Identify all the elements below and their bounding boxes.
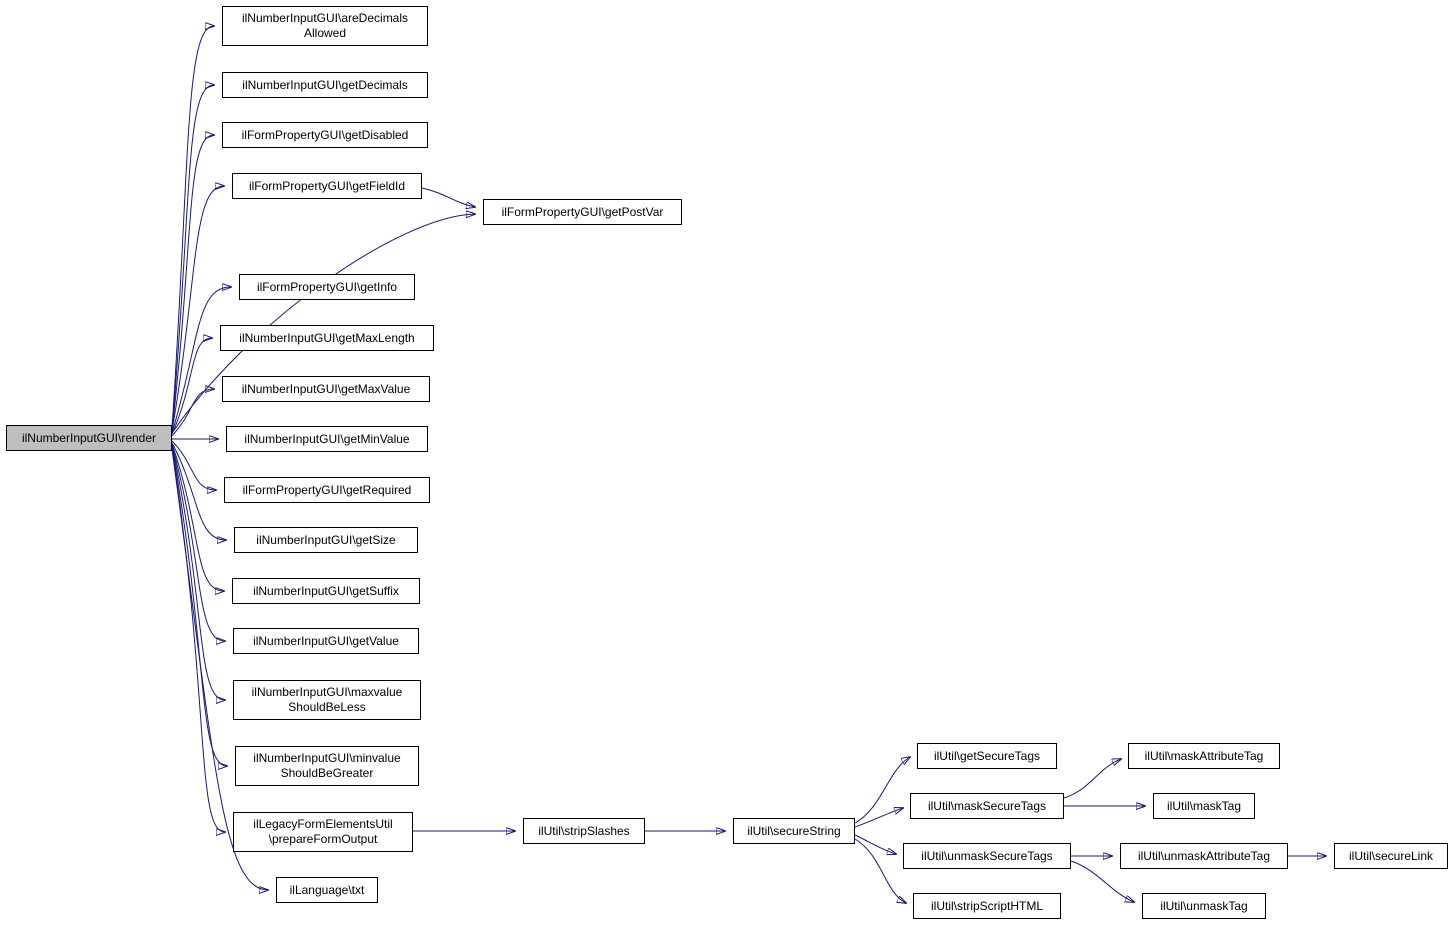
node-getInfo[interactable]: ilFormPropertyGUI\getInfo (239, 274, 415, 300)
edge-render-minvalueShouldBeGreater (171, 446, 227, 766)
node-secureLink[interactable]: ilUtil\secureLink (1334, 843, 1448, 869)
node-unmaskSecureTags[interactable]: ilUtil\unmaskSecureTags (903, 843, 1071, 869)
edge-secureString-unmaskSecureTags (854, 834, 896, 854)
node-stripSlashes[interactable]: ilUtil\stripSlashes (523, 818, 645, 844)
node-getSecureTags[interactable]: ilUtil\getSecureTags (917, 743, 1057, 769)
edge-render-getInfo (171, 287, 231, 434)
edge-secureString-getSecureTags (854, 757, 910, 824)
edge-render-getSuffix (171, 443, 224, 591)
node-getValue[interactable]: ilNumberInputGUI\getValue (233, 628, 419, 654)
edge-render-getDisabled (171, 135, 214, 431)
node-unmaskAttributeTag[interactable]: ilUtil\unmaskAttributeTag (1120, 843, 1288, 869)
node-getFieldId[interactable]: ilFormPropertyGUI\getFieldId (232, 173, 422, 199)
edge-render-areDecimalsAllowed (171, 26, 214, 429)
node-minvalueShouldBeGreater[interactable]: ilNumberInputGUI\minvalue ShouldBeGreate… (235, 746, 419, 786)
node-getSuffix[interactable]: ilNumberInputGUI\getSuffix (232, 578, 420, 604)
edge-getFieldId-getPostVar (421, 187, 475, 207)
node-getMaxLength[interactable]: ilNumberInputGUI\getMaxLength (220, 325, 434, 351)
edge-render-txt (171, 448, 268, 890)
edge-render-getSize (171, 442, 226, 540)
node-maskTag[interactable]: ilUtil\maskTag (1153, 793, 1255, 819)
edge-render-getFieldId (171, 186, 224, 432)
node-prepareFormOutput[interactable]: ilLegacyFormElementsUtil \prepareFormOut… (233, 812, 413, 852)
node-txt[interactable]: ilLanguage\txt (276, 877, 378, 903)
node-getSize[interactable]: ilNumberInputGUI\getSize (234, 527, 418, 553)
edge-render-getValue (171, 444, 225, 641)
edge-maskSecureTags-maskAttributeTag (1063, 759, 1121, 799)
node-getDecimals[interactable]: ilNumberInputGUI\getDecimals (222, 72, 428, 98)
edge-secureString-stripScriptHTML (854, 838, 906, 903)
edge-render-getMaxLength (171, 338, 212, 435)
node-unmaskTag[interactable]: ilUtil\unmaskTag (1142, 893, 1266, 919)
edge-render-getDecimals (171, 85, 214, 430)
node-maxvalueShouldBeLess[interactable]: ilNumberInputGUI\maxvalue ShouldBeLess (233, 680, 421, 720)
edge-render-maxvalueShouldBeLess (171, 445, 225, 700)
node-maskAttributeTag[interactable]: ilUtil\maskAttributeTag (1128, 743, 1280, 769)
node-getRequired[interactable]: ilFormPropertyGUI\getRequired (224, 477, 430, 503)
node-stripScriptHTML[interactable]: ilUtil\stripScriptHTML (913, 893, 1061, 919)
node-getMaxValue[interactable]: ilNumberInputGUI\getMaxValue (222, 376, 430, 402)
node-secureString[interactable]: ilUtil\secureString (733, 818, 855, 844)
node-getPostVar[interactable]: ilFormPropertyGUI\getPostVar (483, 199, 682, 225)
node-getMinValue[interactable]: ilNumberInputGUI\getMinValue (226, 426, 428, 452)
edge-secureString-maskSecureTags (854, 808, 903, 828)
edge-render-getRequired (171, 440, 216, 490)
node-getDisabled[interactable]: ilFormPropertyGUI\getDisabled (222, 122, 428, 148)
node-render[interactable]: ilNumberInputGUI\render (6, 425, 172, 451)
edge-unmaskSecureTags-unmaskTag (1070, 860, 1134, 902)
node-areDecimalsAllowed[interactable]: ilNumberInputGUI\areDecimals Allowed (222, 6, 428, 46)
node-maskSecureTags[interactable]: ilUtil\maskSecureTags (910, 793, 1064, 819)
edge-render-getMaxValue (171, 389, 214, 437)
